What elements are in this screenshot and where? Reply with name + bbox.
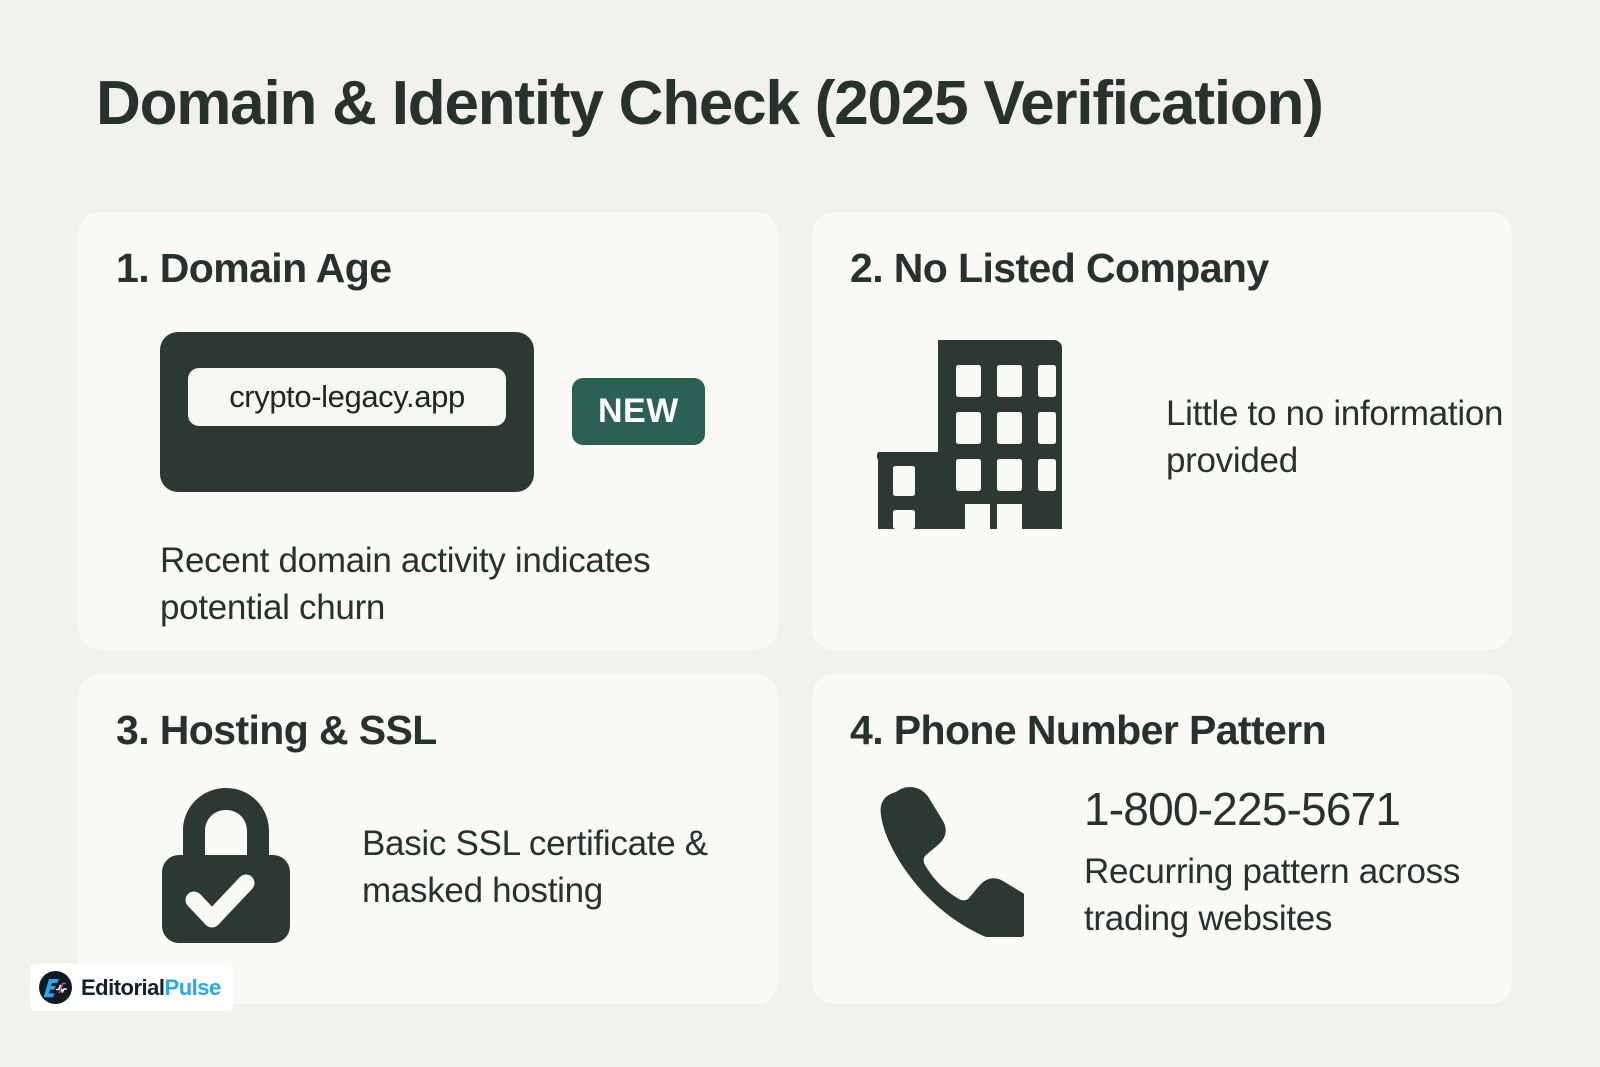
phone-handset-icon [874,782,1037,942]
new-badge-label: NEW [598,391,679,430]
card-domain-age: 1. Domain Age crypto-legacy.app NEW Rece… [78,212,778,650]
office-building-icon [870,332,1070,542]
card-description: Little to no information provided [1166,394,1504,480]
hosting-ssl-visual: Basic SSL certificate & masked hosting [158,782,778,952]
card-heading: 4. Phone Number Pattern [850,707,1327,753]
card-no-listed-company: 2. No Listed Company [812,212,1512,650]
card-heading: 1. Domain Age [116,245,392,291]
logo-wordmark: EditorialPulse [81,975,221,1001]
card-description: Recurring pattern across trading website… [1084,852,1461,938]
domain-value: crypto-legacy.app [229,379,465,414]
phone-number: 1-800-225-5671 [1084,783,1401,835]
editorialpulse-logo: EditorialPulse [30,964,233,1011]
new-badge: NEW [572,377,705,445]
browser-url-bar: crypto-legacy.app [160,332,534,492]
url-input-field[interactable]: crypto-legacy.app [188,368,506,426]
card-heading: 3. Hosting & SSL [116,707,437,753]
card-hosting-ssl: 3. Hosting & SSL Basic SSL certificate &… [78,674,778,1004]
no-listed-company-visual: Little to no information provided [870,332,1512,542]
card-grid: 1. Domain Age crypto-legacy.app NEW Rece… [78,212,1512,1004]
logo-name-part1: Editorial [81,974,165,1000]
card-description: Recent domain activity indicates potenti… [160,541,651,627]
logo-name-part2: Pulse [164,974,222,1000]
card-description: Basic SSL certificate & masked hosting [362,824,708,910]
card-phone-number-pattern: 4. Phone Number Pattern 1-800-225-5671 R… [812,674,1512,1004]
domain-age-visual: crypto-legacy.app NEW [160,332,705,492]
editorialpulse-monogram-icon [39,971,72,1004]
lock-check-icon [158,782,294,952]
phone-details: 1-800-225-5671 Recurring pattern across … [1084,782,1512,942]
card-heading: 2. No Listed Company [850,245,1269,291]
phone-pattern-visual: 1-800-225-5671 Recurring pattern across … [874,782,1512,942]
page-title: Domain & Identity Check (2025 Verificati… [96,69,1324,138]
